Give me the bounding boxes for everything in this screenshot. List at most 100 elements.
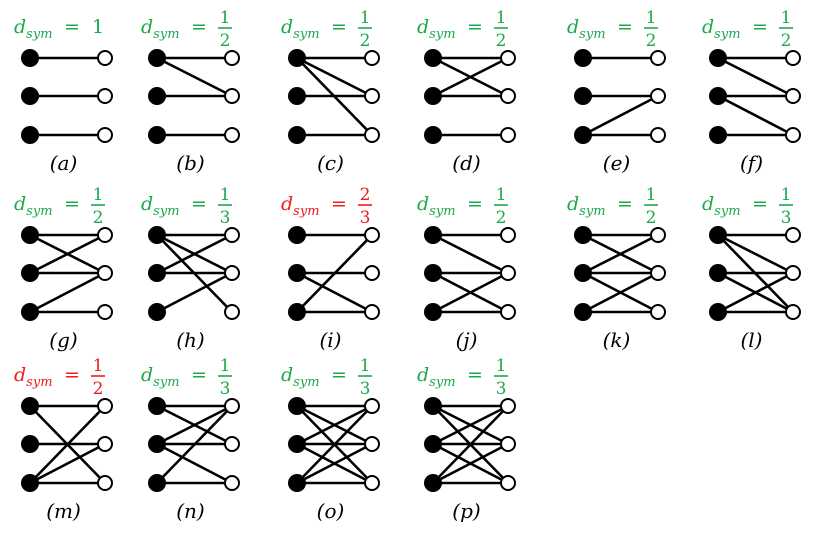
dsym-symbol: dsym xyxy=(567,193,606,219)
right-node-open xyxy=(224,227,240,243)
left-node-filled xyxy=(424,87,442,105)
left-node-filled xyxy=(148,87,166,105)
left-node-filled xyxy=(21,226,39,244)
right-node-open xyxy=(224,88,240,104)
left-node-filled xyxy=(709,126,727,144)
equals-sign: = xyxy=(331,16,347,38)
left-node-filled xyxy=(709,87,727,105)
dsym-symbol: dsym xyxy=(567,16,606,42)
right-node-open xyxy=(364,475,380,491)
dsym-numerator: 1 xyxy=(781,8,792,28)
equals-sign: = xyxy=(467,193,483,215)
dsym-numerator: 1 xyxy=(220,356,231,376)
left-node-filled xyxy=(574,303,592,321)
right-node-open xyxy=(500,475,516,491)
graph-panel: dsym=23(i) xyxy=(281,185,380,352)
right-node-open xyxy=(500,265,516,281)
graph-panel: dsym=12(f) xyxy=(702,8,801,175)
panel-caption: (o) xyxy=(317,499,345,523)
left-node-filled xyxy=(709,264,727,282)
dsym-numerator: 1 xyxy=(496,185,507,205)
right-node-open xyxy=(97,304,113,320)
dsym-numerator: 1 xyxy=(93,185,104,205)
right-node-open xyxy=(785,265,801,281)
panel-caption: (c) xyxy=(317,151,344,175)
graph-panel: dsym=13(o) xyxy=(281,356,380,523)
right-node-open xyxy=(500,88,516,104)
equals-sign: = xyxy=(64,16,80,38)
right-node-open xyxy=(97,88,113,104)
right-node-open xyxy=(500,436,516,452)
left-node-filled xyxy=(574,49,592,67)
right-node-open xyxy=(650,265,666,281)
dsym-denominator: 2 xyxy=(496,31,507,51)
dsym-denominator: 3 xyxy=(360,379,371,399)
equals-sign: = xyxy=(64,193,80,215)
panel-caption: (g) xyxy=(49,328,77,352)
right-node-open xyxy=(650,227,666,243)
graph-edge xyxy=(28,271,107,314)
left-node-filled xyxy=(574,126,592,144)
equals-sign: = xyxy=(191,16,207,38)
panel-caption: (d) xyxy=(452,151,480,175)
equals-sign: = xyxy=(617,16,633,38)
right-node-open xyxy=(97,475,113,491)
graph-edge xyxy=(155,271,234,314)
right-node-open xyxy=(650,127,666,143)
graph-panel: dsym=12(e) xyxy=(567,8,666,175)
right-node-open xyxy=(97,398,113,414)
left-node-filled xyxy=(424,226,442,244)
dsym-symbol: dsym xyxy=(417,364,456,390)
graph-panel: dsym=12(d) xyxy=(417,8,516,175)
dsym-denominator: 2 xyxy=(781,31,792,51)
right-node-open xyxy=(500,50,516,66)
left-node-filled xyxy=(148,397,166,415)
dsym-numerator: 2 xyxy=(360,185,371,205)
equals-sign: = xyxy=(467,364,483,386)
graph-edge xyxy=(295,404,374,446)
graph-edge xyxy=(716,56,795,98)
left-node-filled xyxy=(288,49,306,67)
dsym-numerator: 1 xyxy=(93,356,104,376)
left-node-filled xyxy=(21,264,39,282)
right-node-open xyxy=(364,227,380,243)
equals-sign: = xyxy=(617,193,633,215)
left-node-filled xyxy=(424,435,442,453)
left-node-filled xyxy=(424,303,442,321)
right-node-open xyxy=(364,50,380,66)
right-node-open xyxy=(364,127,380,143)
panel-caption: (b) xyxy=(176,151,204,175)
right-node-open xyxy=(97,227,113,243)
dsym-denominator: 3 xyxy=(360,208,371,228)
dsym-symbol: dsym xyxy=(141,364,180,390)
equals-sign: = xyxy=(64,364,80,386)
graph-panel: dsym=12(g) xyxy=(14,185,113,352)
left-node-filled xyxy=(288,435,306,453)
graph-edge xyxy=(155,404,234,485)
left-node-filled xyxy=(148,126,166,144)
graph-panel: dsym=13(h) xyxy=(141,185,240,352)
dsym-numerator: 1 xyxy=(360,356,371,376)
right-node-open xyxy=(650,304,666,320)
graph-panel: dsym=13(n) xyxy=(141,356,240,523)
graph-edge xyxy=(155,56,234,98)
graph-edge xyxy=(295,56,374,98)
left-node-filled xyxy=(424,397,442,415)
graph-edge xyxy=(431,404,510,485)
left-node-filled xyxy=(424,49,442,67)
dsym-symbol: dsym xyxy=(14,16,53,42)
graph-edge xyxy=(716,94,795,137)
right-node-open xyxy=(650,88,666,104)
left-node-filled xyxy=(288,126,306,144)
left-node-filled xyxy=(148,435,166,453)
graph-edge xyxy=(295,404,374,485)
left-node-filled xyxy=(21,126,39,144)
dsym-denominator: 2 xyxy=(360,31,371,51)
graph-edge xyxy=(431,233,510,275)
panel-caption: (p) xyxy=(452,499,480,523)
panel-caption: (h) xyxy=(176,328,205,352)
panel-caption: (e) xyxy=(603,151,630,175)
left-node-filled xyxy=(288,397,306,415)
graph-edge xyxy=(28,233,107,275)
